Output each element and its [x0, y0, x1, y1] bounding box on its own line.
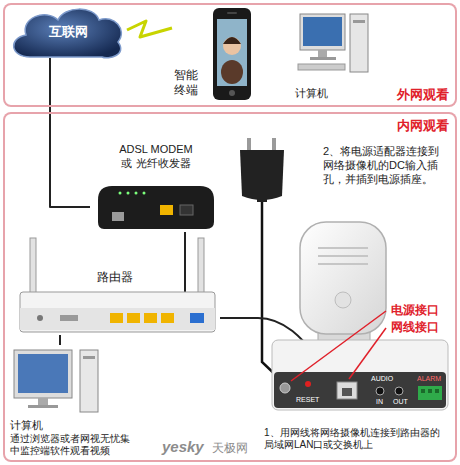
region-panel: 内网观看 ADSL MODEM 或 光纤收发器路由器 2、将电源适配器连接到网络摄像…: [3, 112, 457, 462]
pin-name: IN: [376, 398, 383, 406]
smart-terminal: 智能终端: [172, 6, 252, 102]
pin-name: OUT: [393, 398, 408, 406]
node-label: 外网观看: [397, 87, 449, 103]
cable-line: [220, 317, 258, 319]
watermark: yesky: [162, 438, 204, 455]
cable-line: [59, 335, 61, 345]
node-label: 互联网: [12, 24, 124, 40]
region-panel: 外网观看 互联网智能终端计算机: [3, 3, 457, 107]
router-node: 路由器: [15, 270, 220, 335]
computer-node: 计算机: [295, 10, 370, 102]
pin-name: AUDIO: [371, 375, 393, 383]
wireless-bolt: [127, 21, 172, 37]
watermark: 天极网: [212, 442, 248, 456]
power-adapter-node: 2、将电源适配器连接到网络摄像机的DC输入插孔，并插到电源插座。: [228, 140, 450, 202]
node-label: 内网观看: [397, 118, 449, 134]
pin-name: ALARM: [417, 375, 441, 383]
node-label: ADSL MODEM 或 光纤收发器: [116, 142, 196, 170]
computer-node: 计算机通过浏览器或者网视无忧集中监控端软件观看视频: [8, 345, 138, 460]
smartphone: [213, 8, 251, 100]
cable-line: [184, 232, 186, 270]
modem: [98, 186, 214, 229]
node-label: 1、用网线将网络摄像机连接到路由器的局域网LAN口或交换机上: [264, 427, 448, 451]
port-label: 网线接口: [390, 321, 440, 335]
cable-line: [261, 202, 264, 215]
node-note: 通过浏览器或者网视无忧集中监控端软件观看视频: [10, 433, 134, 457]
camera-node: 1、用网线将网络摄像机连接到路由器的局域网LAN口或交换机上: [258, 215, 452, 460]
computer-icon: [14, 350, 98, 412]
cloud-node: 互联网: [12, 8, 127, 58]
node-label: 2、将电源适配器连接到网络摄像机的DC输入插孔，并插到电源插座。: [323, 144, 447, 186]
port-label: 电源接口: [390, 304, 440, 318]
node-label: 计算机: [10, 418, 43, 432]
power-adapter: [240, 138, 284, 202]
node-label: 计算机: [295, 86, 355, 100]
pin-name: RESET: [296, 396, 319, 404]
ip-camera: [272, 222, 448, 410]
node-label: 智能终端: [174, 68, 202, 98]
computer-icon: [298, 14, 368, 72]
node-label: 路由器: [97, 270, 133, 285]
leader-line: [349, 328, 386, 379]
leader-line: [291, 311, 386, 381]
cable-line: [50, 58, 90, 207]
modem-node: ADSL MODEM 或 光纤收发器: [90, 142, 220, 232]
